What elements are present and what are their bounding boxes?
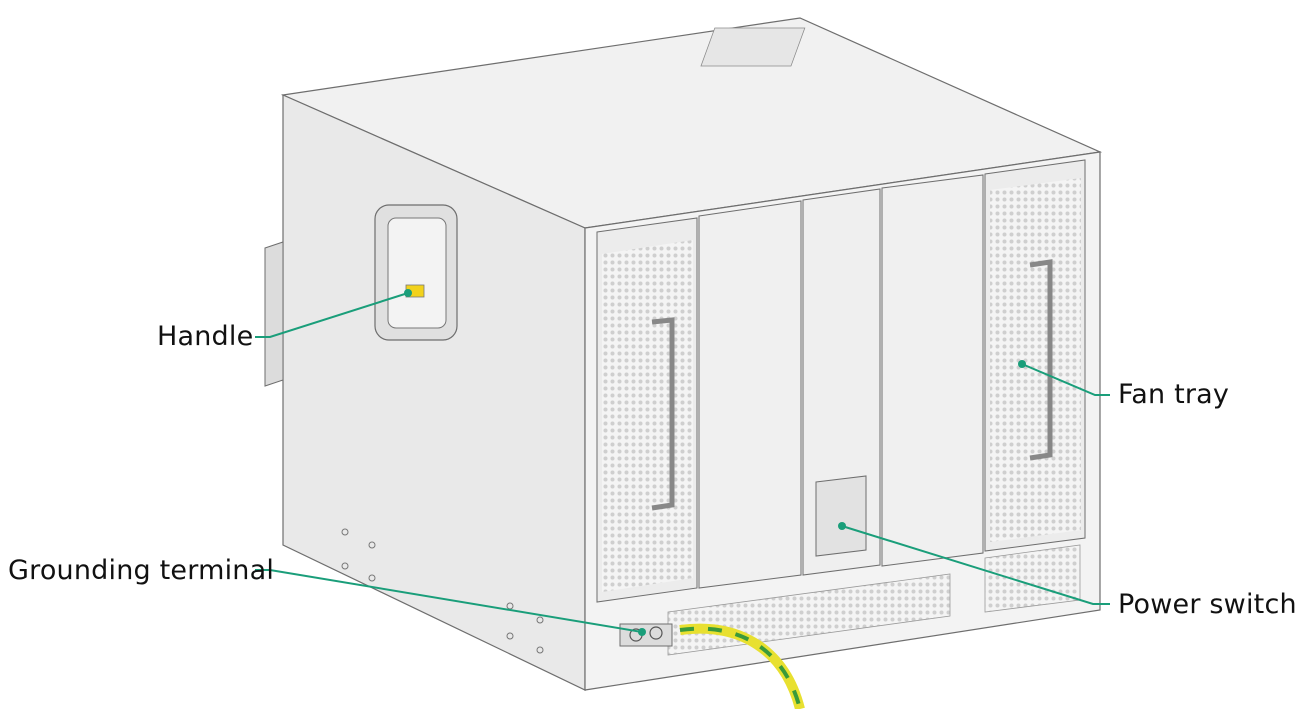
fan-tray-left-mesh — [602, 240, 693, 592]
callout-dot-grounding-terminal — [638, 628, 646, 636]
callout-dot-handle — [404, 289, 412, 297]
callout-line-power-switch — [841, 525, 1110, 605]
label-handle: Handle — [157, 321, 254, 352]
grounding-terminal — [619, 623, 673, 647]
label-grounding-terminal: Grounding terminal — [8, 555, 275, 586]
callout-dot-power-switch — [838, 522, 846, 530]
label-power-switch: Power switch — [1118, 589, 1297, 620]
callout-line-handle — [255, 292, 409, 338]
blank-panel-2 — [881, 174, 984, 567]
callout-line-fan-tray — [1021, 363, 1110, 396]
callout-line-grounding-terminal — [255, 569, 643, 633]
power-switch — [815, 475, 867, 557]
side-screws — [341, 528, 544, 654]
top-label-plate — [700, 27, 806, 67]
fan-tray-right-mesh — [990, 178, 1081, 542]
handle-plate — [387, 217, 447, 329]
blank-panel-1 — [698, 200, 802, 589]
fan-tray-left-handle — [651, 317, 675, 511]
side-rail — [264, 241, 284, 387]
label-fan-tray: Fan tray — [1118, 379, 1230, 410]
fan-tray-right-handle — [1029, 259, 1053, 461]
grounding-cable — [679, 623, 805, 711]
callout-dot-fan-tray — [1018, 360, 1026, 368]
